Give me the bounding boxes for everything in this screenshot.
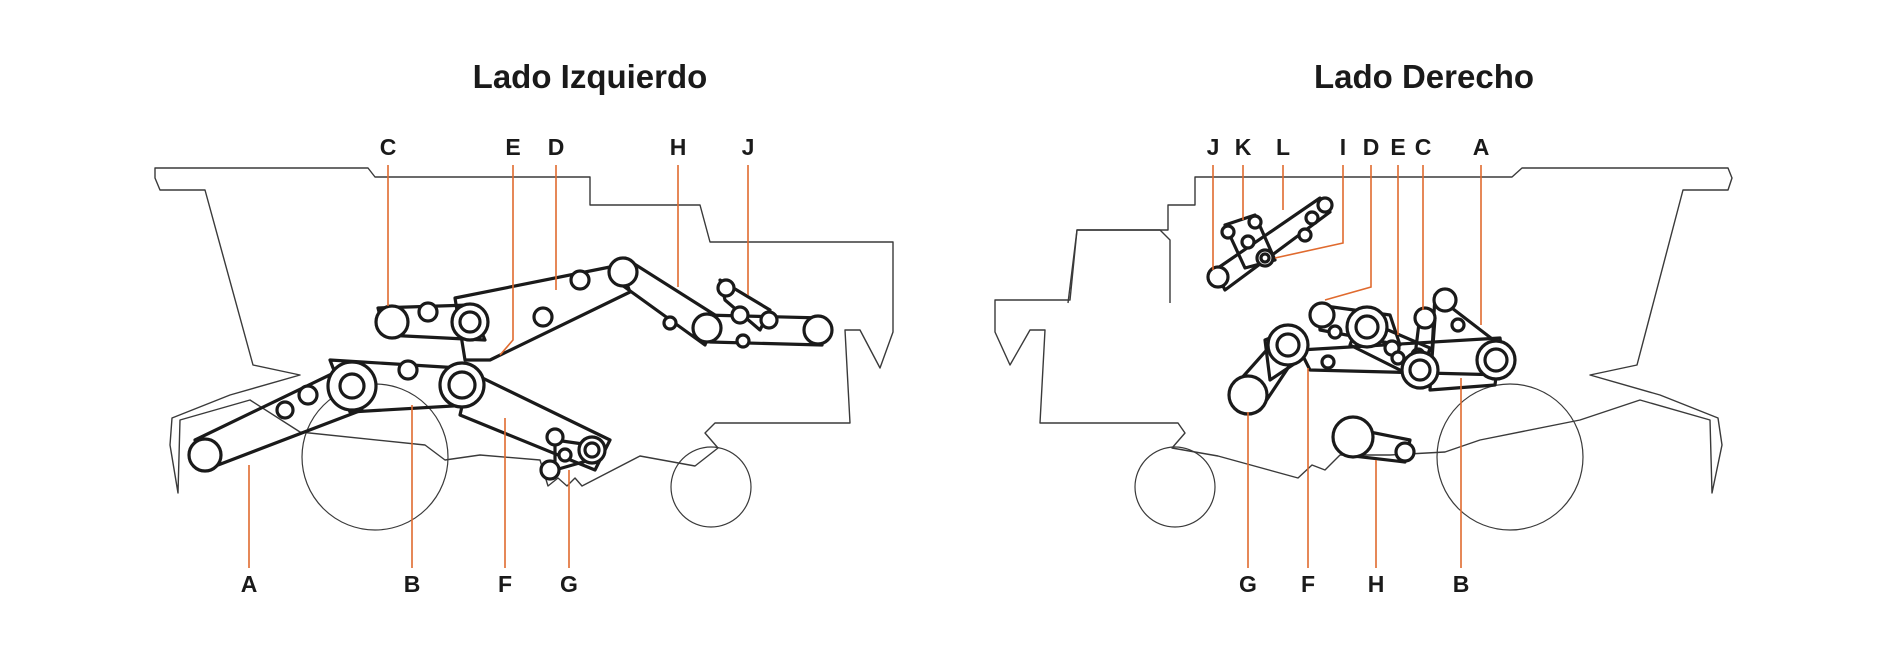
right-pulley (1259, 252, 1271, 264)
left-pulley (716, 278, 736, 298)
left-label-h: H (670, 134, 687, 160)
left-pulley (607, 256, 639, 288)
left-pulley (374, 304, 410, 340)
right-callouts: J K L I D E C A G F H B (1207, 134, 1490, 597)
left-label-g: G (560, 571, 578, 597)
right-label-l: L (1276, 134, 1290, 160)
left-pulley (397, 359, 419, 381)
right-pulley (1390, 350, 1406, 366)
left-label-b: B (404, 571, 421, 597)
left-pulley (557, 447, 573, 463)
left-label-j: J (742, 134, 755, 160)
right-machine-outline (994, 167, 1733, 531)
left-front-wheel (301, 383, 449, 531)
left-label-e: E (505, 134, 520, 160)
left-pulley (187, 437, 223, 473)
right-pulley (1297, 227, 1313, 243)
right-pulley (1394, 441, 1416, 463)
left-pulley (417, 301, 439, 323)
left-pulley (458, 310, 482, 334)
left-pulley (447, 370, 477, 400)
left-pulley (545, 427, 565, 447)
left-pulleys (187, 256, 834, 481)
left-rear-wheel (670, 446, 752, 528)
right-pulley (1327, 324, 1343, 340)
left-label-a: A (241, 571, 258, 597)
right-pulley (1354, 314, 1380, 340)
right-label-b: B (1453, 571, 1470, 597)
right-belt-k (1223, 213, 1277, 270)
right-pulley (1320, 354, 1336, 370)
left-pulley (338, 372, 366, 400)
right-label-d: D (1363, 134, 1380, 160)
left-callouts: C E D H J A B F G (241, 134, 755, 597)
right-pulley (1331, 415, 1375, 459)
left-label-d: D (548, 134, 565, 160)
right-pulley (1413, 306, 1437, 330)
right-pulley (1275, 332, 1301, 358)
right-pulley (1308, 301, 1336, 329)
right-pulley (1247, 214, 1263, 230)
right-rear-wheel (1134, 446, 1216, 528)
right-label-g: G (1239, 571, 1257, 597)
left-pulley (275, 400, 295, 420)
right-pulley (1483, 347, 1509, 373)
left-pulley (297, 384, 319, 406)
right-pulley (1227, 374, 1269, 416)
left-label-c: C (380, 134, 397, 160)
right-leader-d (1324, 165, 1372, 301)
left-leader-lines (248, 165, 749, 568)
right-pulley (1432, 287, 1458, 313)
right-leader-lines (1212, 165, 1482, 568)
right-pulleys (1206, 196, 1517, 463)
left-pulley (583, 441, 601, 459)
left-leader-e (499, 165, 514, 356)
left-side-title: Lado Izquierdo (472, 58, 708, 95)
right-label-i: I (1340, 134, 1346, 160)
right-pulley (1220, 224, 1236, 240)
right-label-h: H (1368, 571, 1385, 597)
left-pulley (735, 333, 751, 349)
right-label-c: C (1415, 134, 1432, 160)
right-pulley (1408, 358, 1432, 382)
left-belt-d (453, 263, 632, 362)
left-pulley (730, 305, 750, 325)
left-machine-outline (154, 167, 894, 531)
right-label-j: J (1207, 134, 1220, 160)
right-front-wheel (1436, 383, 1584, 531)
right-label-e: E (1390, 134, 1405, 160)
right-pulley (1450, 317, 1466, 333)
right-pulley (1206, 265, 1230, 289)
right-pulley (1304, 210, 1320, 226)
right-cab-outline (1067, 229, 1171, 304)
left-pulley (802, 314, 834, 346)
right-label-k: K (1235, 134, 1252, 160)
left-label-f: F (498, 571, 512, 597)
right-label-f: F (1301, 571, 1315, 597)
left-pulley (532, 306, 554, 328)
left-pulley (662, 315, 678, 331)
left-pulley (691, 312, 723, 344)
left-pulley (759, 310, 779, 330)
right-leader-i (1274, 165, 1344, 259)
left-body-outline (154, 167, 894, 494)
left-pulley (569, 269, 591, 291)
right-label-a: A (1473, 134, 1490, 160)
right-pulley (1316, 196, 1334, 214)
right-pulley (1240, 234, 1256, 250)
left-pulley (539, 459, 561, 481)
right-side-title: Lado Derecho (1313, 58, 1535, 95)
